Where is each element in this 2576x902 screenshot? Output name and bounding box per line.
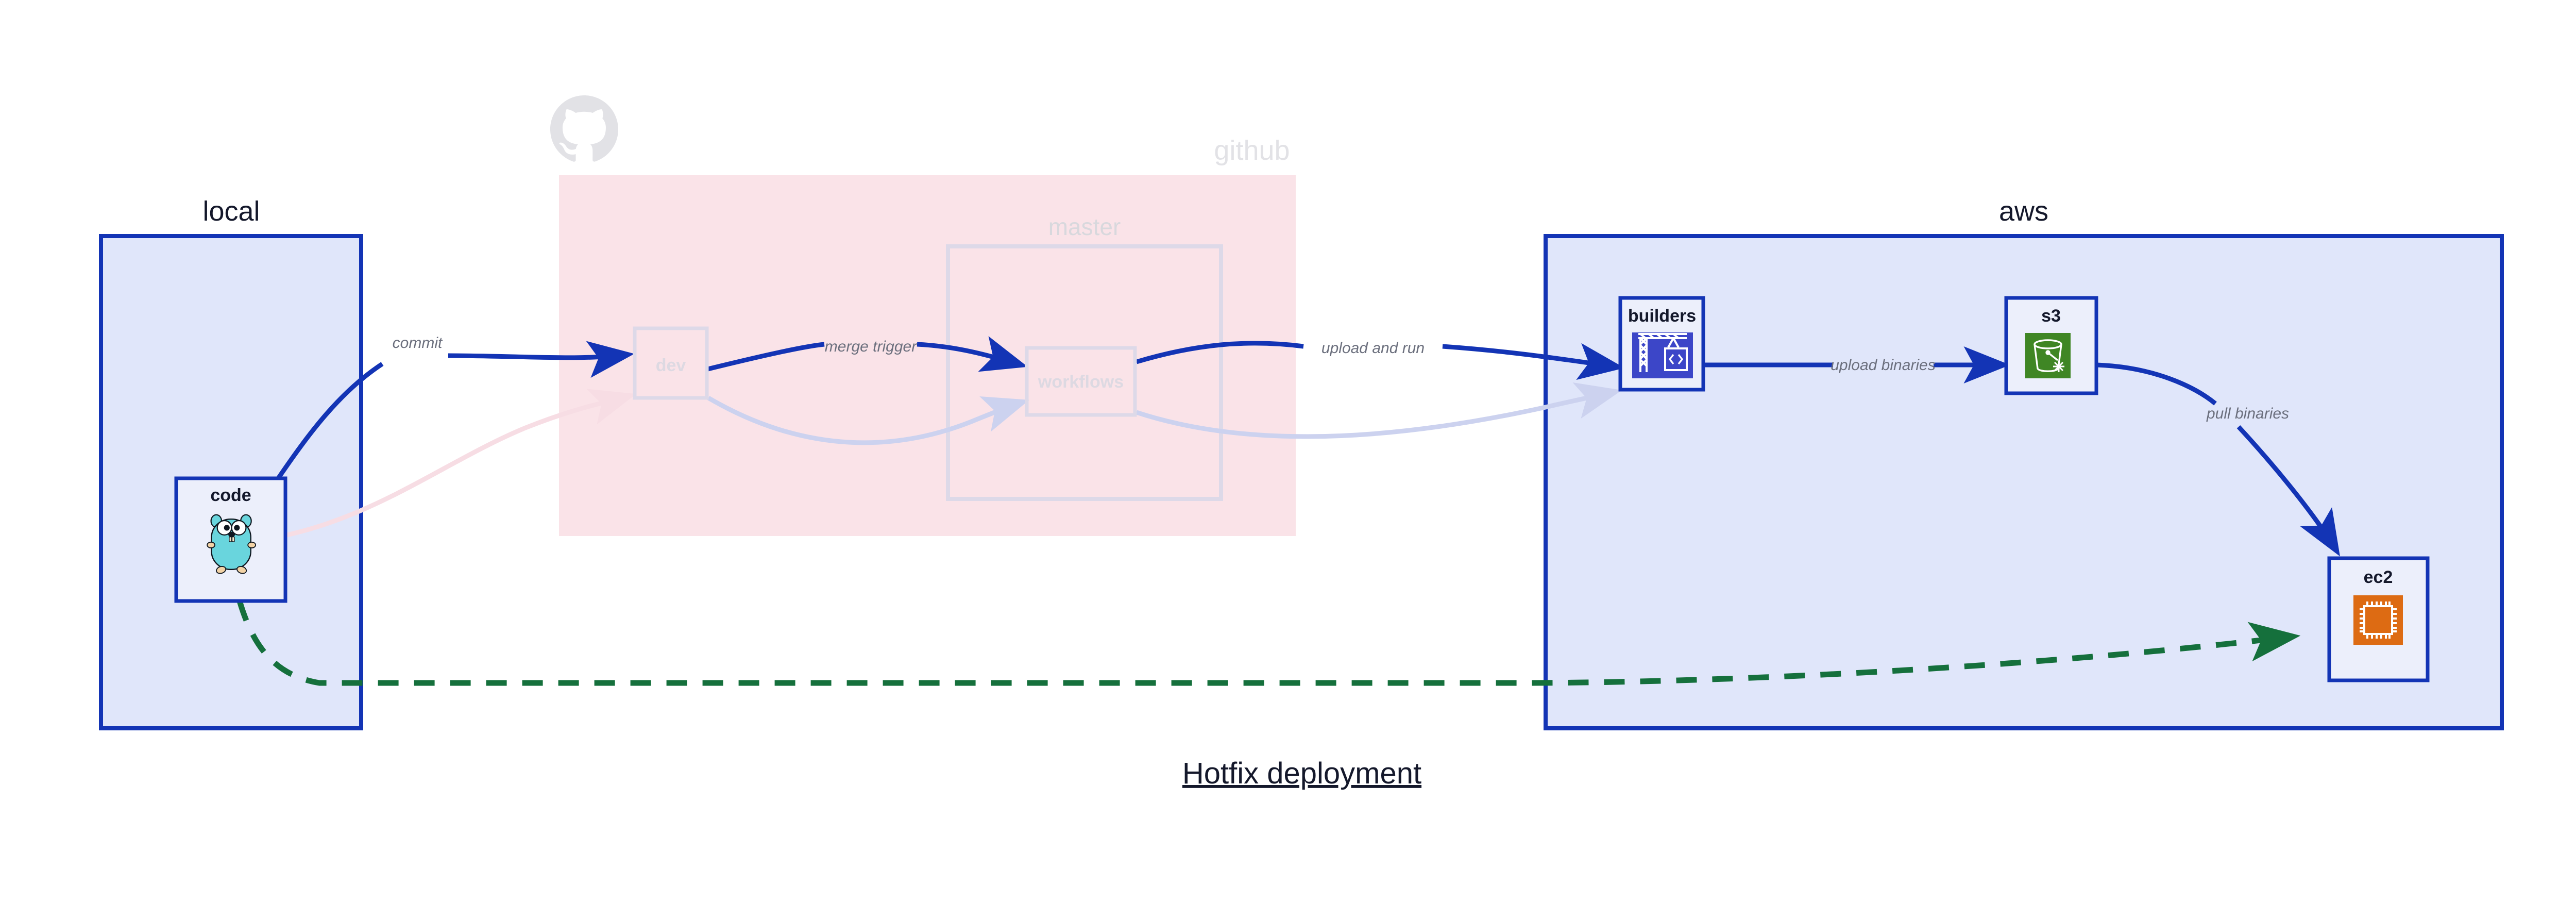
- node-dev[interactable]: dev: [633, 326, 709, 400]
- group-master-label: master: [1048, 213, 1121, 240]
- node-workflows-label: workflows: [1038, 372, 1124, 392]
- node-workflows-box: [1025, 346, 1137, 417]
- edge-dev-to-workflows-b: [917, 336, 1028, 372]
- node-s3-label: s3: [2041, 306, 2061, 326]
- edge-layer: commit merge trigger upload and run uplo…: [236, 335, 2340, 686]
- group-github[interactable]: github: [550, 95, 1296, 536]
- group-github-label: github: [1214, 135, 1290, 166]
- edge-s3-to-ec2-b: [2236, 425, 2340, 557]
- faded-edge-layer: [242, 382, 1622, 545]
- edge-code-to-dev-b: [448, 341, 635, 378]
- node-code-label: code: [210, 486, 251, 505]
- node-builders-label: builders: [1628, 306, 1696, 326]
- node-workflows[interactable]: workflows: [1025, 346, 1137, 417]
- go-gopher-icon: [207, 514, 257, 574]
- edge-label-upload-binaries: upload binaries: [1831, 357, 1935, 374]
- edge-dev-to-workflows-a: [707, 342, 825, 372]
- github-octocat-icon: [550, 95, 618, 162]
- page-title: Hotfix deployment: [1182, 757, 1421, 790]
- group-master-box: [946, 244, 1223, 501]
- edge-label-upload-and-run: upload and run: [1321, 340, 1425, 357]
- edge-label-merge-trigger: merge trigger: [825, 338, 917, 355]
- group-aws-label: aws: [1999, 196, 2048, 227]
- edge-workflows-to-builders-a: [1136, 341, 1304, 364]
- group-local[interactable]: local: [99, 196, 363, 730]
- node-builders[interactable]: builders: [1618, 296, 1705, 392]
- edge-code-to-dev-a: [276, 362, 384, 480]
- edge-label-pull-binaries: pull binaries: [2206, 405, 2289, 422]
- node-dev-box: [633, 326, 709, 400]
- node-ec2-label: ec2: [2364, 567, 2393, 587]
- node-code[interactable]: code: [174, 476, 287, 603]
- group-local-label: local: [202, 196, 260, 227]
- edge-label-commit: commit: [393, 335, 443, 352]
- aws-codebuild-icon: [1632, 332, 1693, 378]
- edge-s3-to-ec2-a: [2096, 362, 2217, 406]
- bg-edge-code-to-dev: [242, 389, 636, 545]
- node-dev-label: dev: [656, 356, 686, 375]
- group-github-box: [559, 175, 1296, 536]
- node-code-box: [174, 476, 287, 603]
- bg-edge-workflows-to-builders: [1136, 382, 1622, 439]
- group-master[interactable]: master: [946, 213, 1223, 501]
- bg-edge-dev-to-workflows: [707, 396, 1029, 445]
- edge-workflows-to-builders-b: [1442, 343, 1625, 380]
- node-ec2[interactable]: ec2: [2327, 556, 2430, 682]
- node-s3[interactable]: s3: [2004, 296, 2098, 395]
- edge-code-to-ec2-dashed: [236, 600, 2301, 686]
- aws-ec2-icon: [2353, 595, 2403, 645]
- aws-s3-glacier-icon: [2025, 333, 2071, 378]
